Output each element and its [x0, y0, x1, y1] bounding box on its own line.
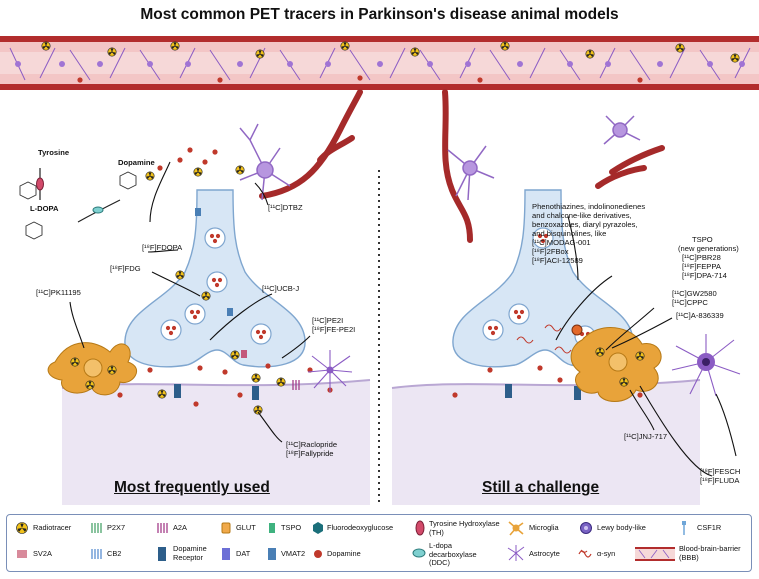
tracer-fluda: [¹⁸F]FLUDA	[700, 476, 740, 485]
tracer-fesch: [¹⁸F]FESCH	[700, 467, 741, 476]
sv2a-icon	[17, 550, 27, 558]
bbb-icon	[635, 547, 675, 561]
astrocyte-left	[307, 350, 353, 392]
dat-icon	[222, 548, 230, 560]
astrocyte-icon	[507, 545, 525, 561]
neuron-cell-purple-right	[447, 115, 641, 201]
p2x7-receptor-icon	[91, 523, 102, 533]
tyrosine-label: Tyrosine	[38, 148, 70, 157]
glut-icon	[221, 522, 231, 534]
legend-alpha-syn: α-syn	[597, 549, 616, 558]
synthesis-pathway	[19, 168, 137, 240]
figure-title: Most common PET tracers in Parkinson's d…	[140, 6, 619, 23]
microglia-cell-right	[570, 327, 662, 402]
asyn-line-1: Phenothiazines, indolinonedienes	[532, 202, 646, 211]
tracer-fdg: [¹⁸F]FDG	[110, 264, 141, 273]
legend-box: Radiotracer P2X7 A2A GLUT TSPO Fluorodeo…	[6, 514, 752, 572]
legend-lewy-body: Lewy body-like	[597, 523, 646, 532]
legend-astrocyte: Astrocyte	[529, 549, 560, 558]
tracer-dpa714: [¹⁸F]DPA-714	[682, 271, 727, 280]
neuron-cell-purple-left	[239, 123, 291, 201]
tspo-icon	[269, 523, 275, 533]
tracer-raclopride: [¹¹C]Raclopride	[286, 440, 338, 449]
legend-microglia: Microglia	[529, 523, 559, 532]
ldopa-label: L-DOPA	[30, 204, 59, 213]
legend-dopamine: Dopamine	[327, 549, 361, 558]
alpha-synuclein-icon	[578, 549, 592, 558]
legend-dat: DAT	[236, 549, 251, 558]
ddc-enzyme-icon	[412, 548, 426, 558]
dopamine-receptors	[174, 384, 581, 400]
tracer-jnj717: [¹¹C]JNJ-717	[624, 432, 668, 441]
caption-most-frequently-used: Most frequently used	[114, 479, 270, 496]
dopamine-receptor-icon	[158, 547, 166, 561]
legend-ddc: L-dopa decarboxylase (DDC)	[429, 541, 477, 568]
dopamine-dot-icon	[314, 550, 322, 558]
a2a-receptor-icon	[157, 523, 168, 533]
legend-radiotracer: Radiotracer	[33, 523, 72, 532]
fdg-icon	[313, 522, 323, 534]
tracer-fallypride: [¹⁸F]Fallypride	[286, 449, 334, 458]
legend-fdg: Fluorodeoxyglucose	[327, 523, 394, 532]
presynaptic-neuron-left	[124, 189, 306, 368]
tracer-feppa: [¹⁸F]FEPPA	[682, 262, 721, 271]
asyn-line-6: [¹⁸F]2FBox	[532, 247, 569, 256]
legend-vmat2: VMAT2	[281, 549, 306, 558]
tracer-a836339: [¹¹C]A-836339	[676, 311, 724, 320]
tracer-pbr28: [¹¹C]PBR28	[682, 253, 721, 262]
vmat2-icon	[268, 548, 276, 560]
tspo-title: TSPO	[692, 235, 713, 244]
presynaptic-neuron-right	[452, 189, 634, 368]
microglia-icon	[508, 521, 524, 536]
asyn-line-7: [¹⁸F]ACI-12589	[532, 256, 583, 265]
capillary-left	[259, 89, 363, 199]
asyn-line-2: and chalcone-like derivatives,	[532, 211, 632, 220]
tracer-arrows	[69, 161, 737, 477]
cb2-icon	[91, 549, 102, 559]
legend-th: Tyrosine Hydroxylase (TH)	[429, 519, 500, 537]
capillary-right	[442, 89, 665, 243]
tracer-ucbj: [¹¹C]UCB-J	[262, 284, 300, 293]
tracer-dtbz: [¹¹C]DTBZ	[268, 203, 303, 212]
asyn-line-3: benzoxazoles, diaryl pyrazoles,	[532, 220, 638, 229]
tracer-fdopa: [¹⁸F]FDOPA	[142, 243, 183, 252]
tracer-pe2i: [¹¹C]PE2I	[312, 316, 344, 325]
tracer-fe-pe2i: [¹⁸F]FE-PE2I	[312, 325, 356, 334]
th-enzyme-icon	[415, 520, 425, 536]
csf1r-icon	[682, 521, 686, 535]
microglia-cell-left	[47, 342, 138, 396]
dopamine-label: Dopamine	[118, 158, 155, 167]
tspo-subtitle: (new generations)	[678, 244, 739, 253]
radiation-icon	[16, 522, 28, 534]
legend-tspo: TSPO	[281, 523, 302, 532]
tracer-gw2580: [¹¹C]GW2580	[672, 289, 717, 298]
legend-sv2a: SV2A	[33, 549, 52, 558]
tracer-pk11195: [¹¹C]PK11195	[36, 288, 81, 297]
asyn-line-5: [¹¹C]MODAG-001	[532, 238, 591, 247]
astrocyte-right	[671, 334, 741, 397]
legend-cb2: CB2	[107, 549, 122, 558]
legend-csf1r: CSF1R	[697, 523, 722, 532]
legend-p2x7: P2X7	[107, 523, 126, 532]
lewy-body-icon	[580, 522, 592, 534]
blood-brain-barrier-vessel	[0, 36, 759, 90]
legend-bbb: Blood-brain-barrier (BBB)	[679, 544, 741, 562]
asyn-line-4: and bisquinolines, like	[532, 229, 607, 238]
tracer-cppc: [¹¹C]CPPC	[672, 298, 708, 307]
caption-still-a-challenge: Still a challenge	[482, 479, 600, 496]
legend-a2a: A2A	[173, 523, 187, 532]
legend-glut: GLUT	[236, 523, 256, 532]
legend-dopamine-receptor: Dopamine Receptor	[173, 544, 207, 562]
